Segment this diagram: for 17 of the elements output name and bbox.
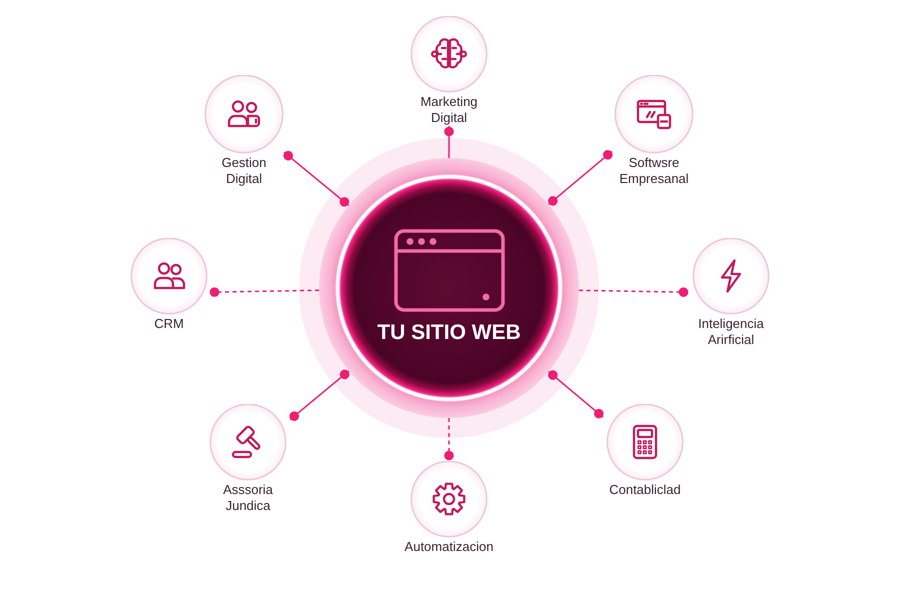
connector-line — [444, 126, 454, 158]
node-label: Marketing Digital — [419, 94, 479, 126]
node-label: Inteligencia Arirficial — [697, 316, 765, 348]
node-label: Automatizacion — [404, 539, 494, 555]
dashed-connector — [578, 287, 690, 297]
node-label: Gestion Digital — [220, 155, 268, 187]
hub-title: TU SITIO WEB — [376, 320, 522, 346]
dashed-connector — [444, 418, 454, 461]
node-label: Contabliclad — [608, 482, 682, 498]
connector-line — [289, 370, 350, 421]
connector-line — [548, 370, 604, 418]
dashed-connector — [208, 287, 320, 297]
connector-line — [548, 150, 613, 206]
connector-line — [283, 150, 350, 207]
node-label: Asssoria Jundica — [222, 482, 274, 514]
node-label: Softwsre Empresanal — [618, 155, 690, 187]
node-label: CRM — [153, 316, 185, 332]
